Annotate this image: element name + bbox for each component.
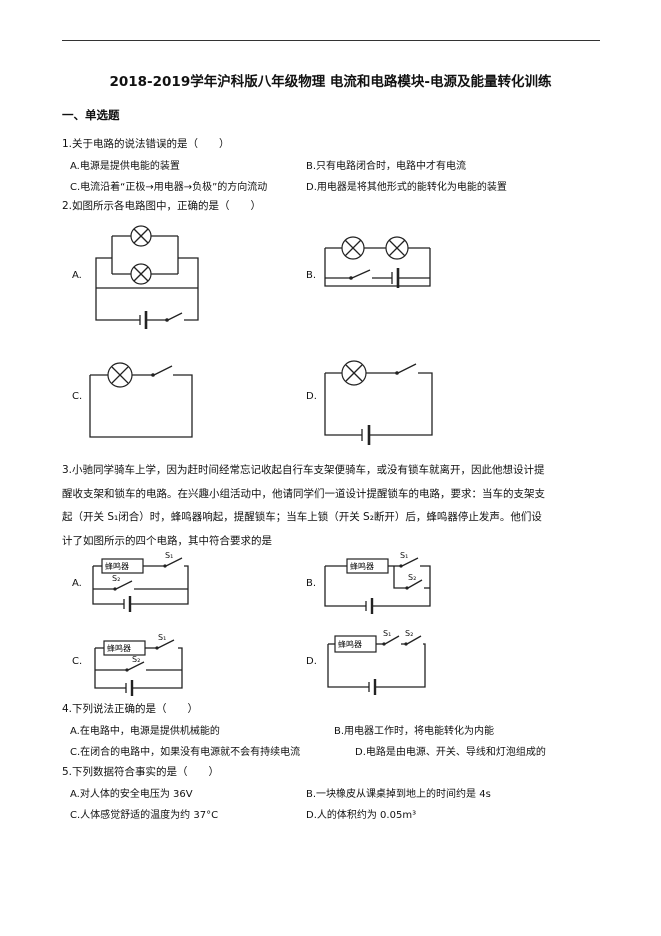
question-4-stem: 4.下列说法正确的是（ ）	[62, 703, 199, 715]
question-4-option-d[interactable]: D.电路是由电源、开关、导线和灯泡组成的	[355, 747, 546, 758]
circuit-diagram-c	[89, 362, 193, 438]
question-3-line-4: 计了如图所示的四个电路，其中符合要求的是	[62, 534, 272, 547]
buzzer-label: 蜂鸣器	[107, 643, 131, 653]
question-5-option-b[interactable]: B.一块橡皮从课桌掉到地上的时间约是 4s	[306, 789, 491, 800]
lamp-icon	[385, 236, 409, 260]
switch-s1-label: S₁	[400, 551, 408, 560]
question-3-label-b[interactable]: B.	[306, 578, 317, 589]
header-rule	[62, 40, 600, 41]
buzzer-circuit-b: S₁ S₂ 蜂鸣器	[324, 551, 431, 614]
lamp-icon	[130, 225, 152, 247]
question-3-stem: 3.小驰同学骑车上学，因为赶时间经常忘记收起自行车支架便骑车，或没有锁车就离开，…	[62, 459, 602, 553]
question-2-label-c[interactable]: C.	[72, 391, 83, 402]
question-5-option-d[interactable]: D.人的体积约为 0.05m³	[306, 810, 417, 821]
question-2-label-a[interactable]: A.	[72, 270, 82, 281]
circuit-diagram-d	[324, 360, 433, 445]
lamp-icon	[341, 236, 365, 260]
buzzer-box	[334, 635, 377, 653]
lamp-icon	[341, 360, 367, 386]
lamp-icon	[130, 263, 152, 285]
question-1-option-a[interactable]: A.电源是提供电能的装置	[70, 161, 180, 172]
question-3-line-2: 醒收支架和锁车的电路。在兴趣小组活动中，他请同学们一道设计提醒锁车的电路，要求：…	[62, 487, 545, 500]
question-4-option-c[interactable]: C.在闭合的电路中，如果没有电源就不会有持续电流	[70, 747, 301, 758]
question-2-stem: 2.如图所示各电路图中，正确的是（ ）	[62, 200, 262, 212]
question-1-option-b[interactable]: B.只有电路闭合时，电路中才有电流	[306, 161, 467, 172]
question-3-label-d[interactable]: D.	[306, 656, 317, 667]
question-5-option-a[interactable]: A.对人体的安全电压为 36V	[70, 789, 193, 800]
switch-s2-label: S₂	[132, 655, 140, 664]
question-3-line-1: 3.小驰同学骑车上学，因为赶时间经常忘记收起自行车支架便骑车，或没有锁车就离开，…	[62, 464, 545, 476]
switch-s2-label: S₂	[405, 629, 413, 638]
buzzer-label: 蜂鸣器	[105, 561, 129, 571]
question-4-option-a[interactable]: A.在电路中，电源是提供机械能的	[70, 726, 220, 737]
question-1-stem: 1.关于电路的说法错误的是（ ）	[62, 138, 230, 150]
switch-s2-label: S₂	[408, 573, 416, 582]
switch-s2-label: S₂	[112, 574, 120, 583]
question-2-label-b[interactable]: B.	[306, 270, 317, 281]
circuit-diagram-a	[95, 225, 199, 329]
question-4-option-b[interactable]: B.用电器工作时，将电能转化为内能	[334, 726, 495, 737]
section-heading: 一、单选题	[62, 108, 120, 122]
question-3-label-c[interactable]: C.	[72, 656, 83, 667]
circuit-diagram-b	[324, 236, 431, 288]
buzzer-box	[103, 640, 146, 656]
question-2-label-d[interactable]: D.	[306, 391, 317, 402]
buzzer-circuit-c: S₁ S₂ 蜂鸣器	[94, 633, 183, 696]
lamp-icon	[107, 362, 133, 388]
question-3-label-a[interactable]: A.	[72, 578, 82, 589]
buzzer-box	[346, 558, 389, 574]
question-3-line-3: 起（开关 S₁闭合）时，蜂鸣器响起，提醒锁车；当车上锁（开关 S₂断开）后，蜂鸣…	[62, 511, 542, 523]
buzzer-circuit-a: S₁ S₂ 蜂鸣器	[92, 551, 189, 612]
switch-s1-label: S₁	[383, 629, 391, 638]
buzzer-label: 蜂鸣器	[338, 639, 362, 649]
question-1-option-d[interactable]: D.用电器是将其他形式的能转化为电能的装置	[306, 182, 507, 193]
switch-s1-label: S₁	[158, 633, 166, 642]
question-5-option-c[interactable]: C.人体感觉舒适的温度为约 37°C	[70, 810, 219, 821]
buzzer-circuit-d: S₁ S₂ 蜂鸣器	[327, 629, 426, 695]
document-title: 2018-2019学年沪科版八年级物理 电流和电路模块-电源及能量转化训练	[109, 74, 552, 90]
question-5-stem: 5.下列数据符合事实的是（ ）	[62, 766, 220, 778]
buzzer-box	[101, 558, 144, 574]
buzzer-label: 蜂鸣器	[350, 561, 374, 571]
switch-s1-label: S₁	[165, 551, 173, 560]
question-1-option-c[interactable]: C.电流沿着“正极→用电器→负极”的方向流动	[70, 182, 268, 193]
